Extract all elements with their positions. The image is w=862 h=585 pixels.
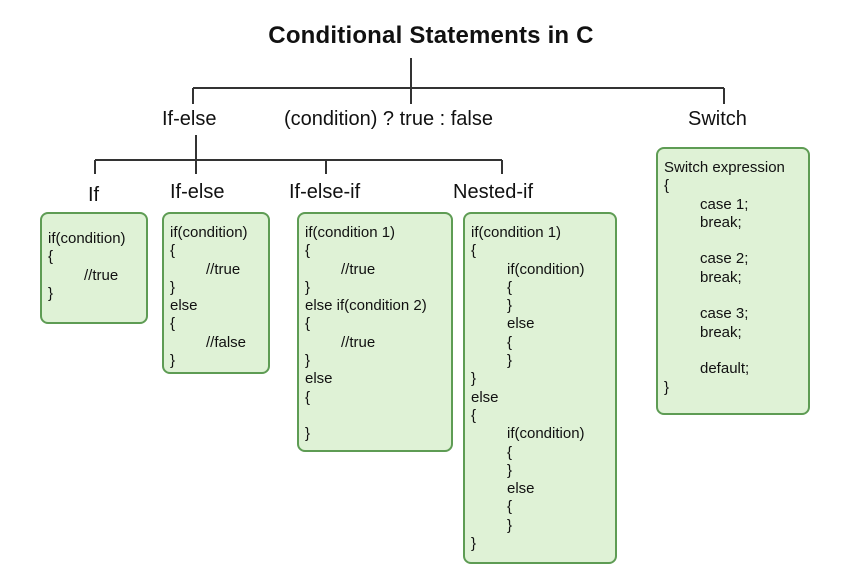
code-line: }	[305, 278, 311, 296]
code-line: }	[48, 284, 54, 302]
if-code-box: if(condition) { //true }	[40, 212, 148, 324]
code-line: if(condition)	[48, 230, 126, 247]
code-line	[664, 287, 802, 305]
code-line: //true	[84, 266, 119, 284]
category-ternary-label: (condition) ? true : false	[284, 108, 493, 130]
code-line: }	[507, 352, 513, 370]
code-line: }	[170, 278, 176, 296]
code-line: else	[170, 297, 198, 315]
code-line: }	[507, 516, 513, 534]
code-line: //true	[206, 260, 241, 278]
subtype-nestedif-label: Nested-if	[453, 181, 534, 203]
code-line: break;	[700, 323, 742, 341]
category-switch-label: Switch	[688, 108, 747, 130]
code-line: else if(condition 2)	[305, 297, 427, 315]
code-line: {	[507, 498, 513, 516]
nestedif-code-box: if(condition 1) { if(condition) { } else…	[463, 212, 617, 564]
code-line: case 3;	[700, 305, 749, 323]
switch-code-box: Switch expression { case 1; break; case …	[656, 147, 810, 415]
code-line: }	[471, 370, 477, 388]
code-line: Switch expression	[664, 159, 785, 176]
code-line: {	[471, 406, 477, 424]
subtype-ifelse-label: If-else	[170, 181, 225, 203]
subtype-ifelseif-label: If-else-if	[289, 181, 361, 203]
code-line: case 1;	[700, 195, 749, 213]
code-line: }	[305, 425, 311, 443]
code-line: else	[305, 370, 333, 388]
code-line: default;	[700, 360, 750, 378]
code-line	[664, 342, 802, 360]
code-line: {	[507, 443, 513, 461]
code-line: {	[507, 333, 513, 351]
code-line: {	[305, 242, 311, 260]
code-line: }	[305, 352, 311, 370]
code-line: }	[507, 297, 513, 315]
code-line: break;	[700, 268, 742, 286]
code-line: if(condition 1)	[471, 224, 562, 241]
code-line	[664, 232, 802, 250]
code-line: else	[507, 480, 535, 498]
code-line: {	[170, 242, 176, 260]
category-ifelse-label: If-else	[162, 108, 217, 130]
diagram-title: Conditional Statements in C	[268, 22, 594, 49]
code-line: {	[305, 315, 311, 333]
code-line: //true	[341, 260, 376, 278]
subtype-if-label: If	[88, 184, 100, 206]
code-line: if(condition)	[170, 224, 248, 241]
code-line: }	[170, 352, 176, 370]
code-line: //true	[341, 333, 376, 351]
code-line: {	[471, 242, 477, 260]
code-line: {	[170, 315, 176, 333]
ifelse-code-box: if(condition) { //true } else { //false …	[162, 212, 270, 374]
code-line: {	[48, 248, 54, 266]
code-line: {	[507, 278, 513, 296]
code-line: {	[305, 388, 311, 406]
code-line: if(condition)	[507, 260, 585, 278]
code-line: {	[664, 177, 670, 195]
ifelseif-code-box: if(condition 1) { //true } else if(condi…	[297, 212, 453, 452]
code-line: }	[507, 461, 513, 479]
code-line: //false	[206, 333, 247, 351]
code-line: break;	[700, 213, 742, 231]
code-line: case 2;	[700, 250, 749, 268]
code-line	[305, 407, 445, 425]
code-line: }	[664, 378, 670, 396]
code-line: else	[507, 315, 535, 333]
code-line: }	[471, 535, 477, 553]
code-line: else	[471, 388, 499, 406]
code-line: if(condition 1)	[305, 224, 396, 241]
code-line: if(condition)	[507, 425, 585, 443]
